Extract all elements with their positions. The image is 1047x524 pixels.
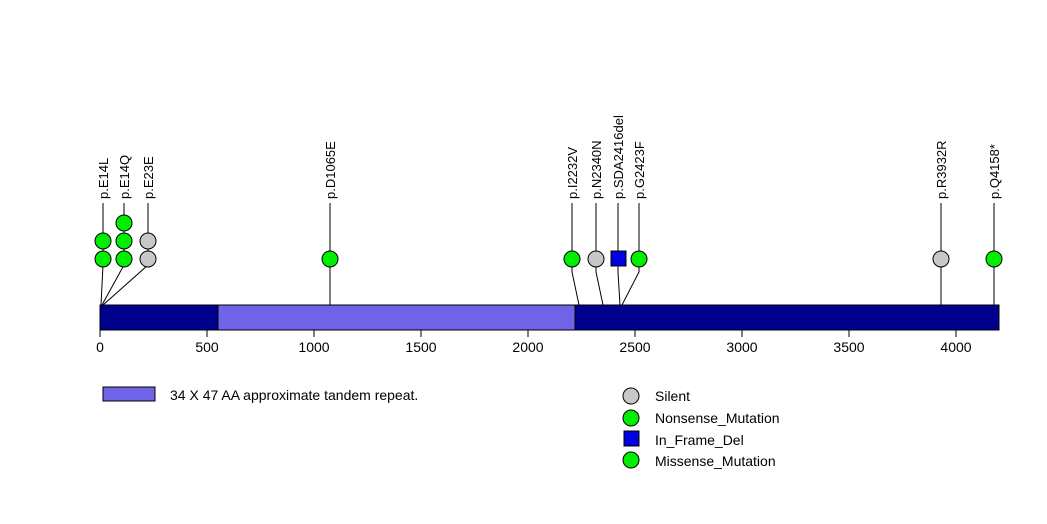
- x-tick-label-2000: 2000: [512, 339, 543, 355]
- x-tick-label-500: 500: [195, 339, 219, 355]
- mutation-marker-p-e14q-2[interactable]: [115, 232, 133, 250]
- mutation-label-p-q4158x: p.Q4158*: [987, 144, 1002, 199]
- mutation-label-p-i2232v: p.I2232V: [565, 147, 580, 199]
- mutation-marker-p-n2340n[interactable]: [587, 250, 605, 268]
- mutation-label-p-n2340n: p.N2340N: [589, 140, 604, 199]
- protein-backbone[interactable]: [99, 304, 1000, 331]
- legend-swatch-missense-mutation: [622, 451, 640, 469]
- mutation-label-p-e14l: p.E14L: [96, 158, 111, 199]
- legend-swatch-in-frame-del: [623, 430, 640, 447]
- stem-p-g2423f: [621, 203, 640, 306]
- mutation-stems: [100, 203, 995, 306]
- stem-p-i2232v: [571, 203, 580, 306]
- mutation-legend-labels: Silent Nonsense_Mutation In_Frame_Del Mi…: [655, 388, 780, 469]
- mutation-label-p-e23e: p.E23E: [141, 156, 156, 199]
- mutation-marker-p-e14q-3[interactable]: [115, 250, 133, 268]
- legend-swatch-silent: [622, 387, 640, 405]
- mutation-marker-p-d1065e[interactable]: [321, 250, 339, 268]
- mutation-label-p-r3932r: p.R3932R: [934, 140, 949, 199]
- mutation-label-p-g2423f: p.G2423F: [632, 141, 647, 199]
- mutation-marker-p-e23e-1[interactable]: [139, 232, 157, 250]
- mutation-marker-p-sda2416del[interactable]: [610, 250, 627, 267]
- mutation-legend: [622, 387, 640, 469]
- legend-swatch-nonsense-mutation: [622, 409, 640, 427]
- domain-legend: 34 X 47 AA approximate tandem repeat.: [102, 386, 418, 403]
- x-tick-label-3000: 3000: [726, 339, 757, 355]
- mutation-marker-p-r3932r[interactable]: [932, 250, 950, 268]
- mutation-marker-p-e14l-1[interactable]: [94, 232, 112, 250]
- legend-label-nonsense-mutation: Nonsense_Mutation: [655, 410, 780, 426]
- x-tick-label-1500: 1500: [405, 339, 436, 355]
- legend-label-in-frame-del: In_Frame_Del: [655, 432, 744, 448]
- mutation-marker-p-e23e-2[interactable]: [139, 250, 157, 268]
- legend-label-silent: Silent: [655, 388, 690, 404]
- mutation-markers: [94, 214, 1003, 268]
- mutation-marker-p-i2232v[interactable]: [563, 250, 581, 268]
- mutation-marker-p-e14l-2[interactable]: [94, 250, 112, 268]
- x-tick-label-1000: 1000: [298, 339, 329, 355]
- x-axis-tick-labels: 0 500 1000 1500 2000 2500 3000 3500 4000: [96, 339, 972, 355]
- mutation-marker-p-g2423f[interactable]: [630, 250, 648, 268]
- domain-legend-label: 34 X 47 AA approximate tandem repeat.: [170, 387, 418, 403]
- legend-label-missense-mutation: Missense_Mutation: [655, 453, 776, 469]
- domain-legend-swatch: [102, 386, 156, 402]
- mutation-label-p-e14q: p.E14Q: [117, 155, 132, 199]
- stem-p-sda2416del: [617, 203, 621, 306]
- mutation-label-p-d1065e: p.D1065E: [323, 141, 338, 199]
- mutation-labels: p.E14L p.E14Q p.E23E p.D1065E p.I2232V p…: [96, 115, 1002, 199]
- mutation-marker-p-q4158x[interactable]: [985, 250, 1003, 268]
- stem-p-n2340n: [595, 203, 604, 306]
- mutation-label-p-sda2416del: p.SDA2416del: [611, 115, 626, 199]
- x-axis: [99, 330, 957, 337]
- x-tick-label-2500: 2500: [619, 339, 650, 355]
- mutation-marker-p-e14q-1[interactable]: [115, 214, 133, 232]
- x-tick-label-3500: 3500: [833, 339, 864, 355]
- x-tick-label-4000: 4000: [940, 339, 971, 355]
- x-tick-label-0: 0: [96, 339, 104, 355]
- protein-domain-tandem-repeat[interactable]: [217, 304, 576, 331]
